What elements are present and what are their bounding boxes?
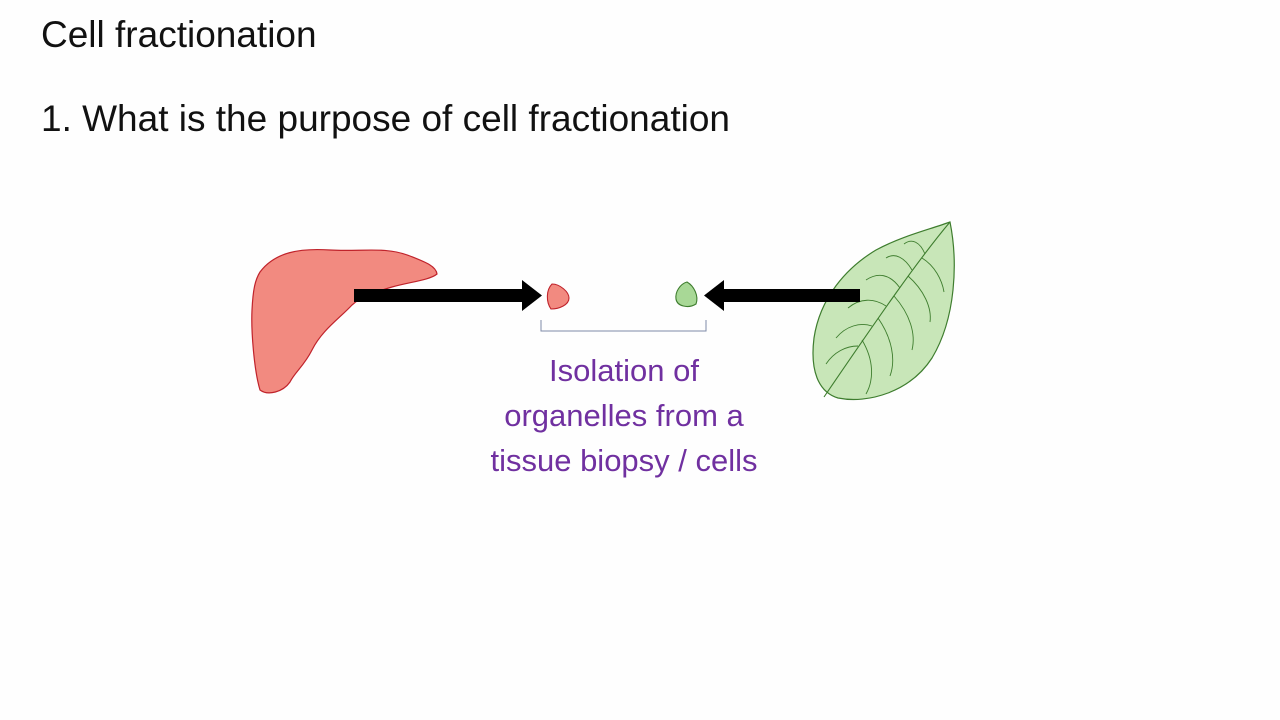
left-arrow-icon [354,280,542,311]
leaf-icon [812,221,955,401]
caption-text: Isolation of organelles from a tissue bi… [424,348,824,483]
green-organelle-icon [675,281,698,308]
bracket-line [540,320,707,332]
slide-title: Cell fractionation [41,14,317,55]
caption-line-2: organelles from a [504,398,744,433]
caption-line-3: tissue biopsy / cells [490,443,758,478]
liver-organ-icon [251,248,438,394]
red-organelle-icon [546,283,570,310]
caption-line-1: Isolation of [549,353,699,388]
question-text: 1. What is the purpose of cell fractiona… [41,98,730,139]
right-arrow-icon [704,280,860,311]
